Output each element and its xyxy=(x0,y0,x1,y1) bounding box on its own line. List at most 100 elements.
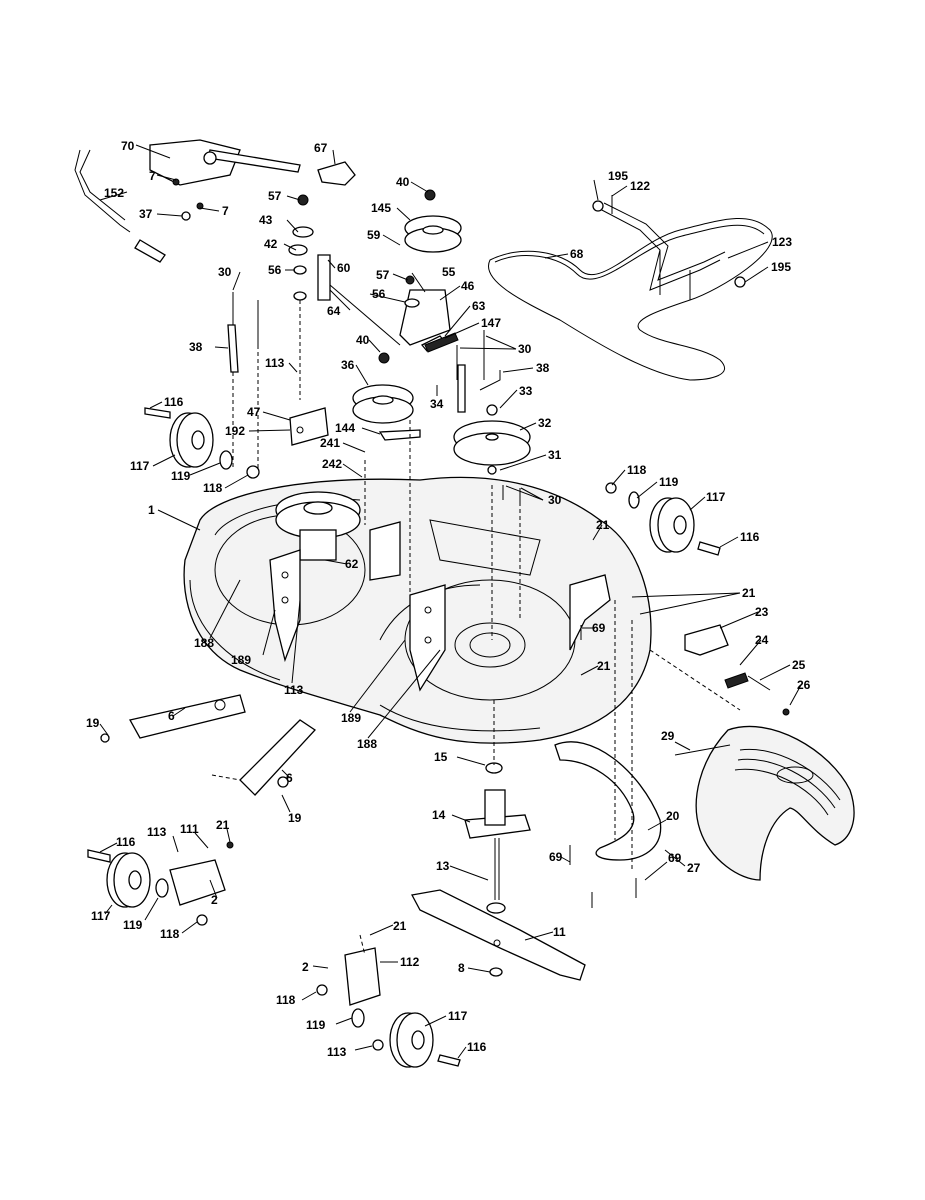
label-59: 59 xyxy=(367,228,381,242)
label-57: 57 xyxy=(268,189,282,203)
label-117: 117 xyxy=(706,490,726,504)
label-6: 6 xyxy=(286,771,293,785)
mower-belt-68 xyxy=(487,218,773,381)
label-21: 21 xyxy=(742,586,756,600)
label-24: 24 xyxy=(755,633,769,647)
label-119: 119 xyxy=(171,469,191,483)
gauge-wheel-bottom-left xyxy=(87,841,234,926)
label-38: 38 xyxy=(189,340,203,354)
label-19: 19 xyxy=(288,811,302,825)
label-112: 112 xyxy=(400,955,420,969)
label-1: 1 xyxy=(148,503,155,517)
label-32: 32 xyxy=(538,416,552,430)
label-113: 113 xyxy=(265,356,285,370)
deck-link-6-upper xyxy=(100,694,246,743)
label-69: 69 xyxy=(592,621,606,635)
label-195: 195 xyxy=(608,169,628,183)
label-116: 116 xyxy=(116,835,136,849)
deck-link-6-lower xyxy=(239,719,316,796)
label-57: 57 xyxy=(376,268,390,282)
spring-24-rod-25 xyxy=(724,672,790,716)
label-31: 31 xyxy=(548,448,562,462)
part-number-labels: 70 67 7 7 152 37 57 43 42 56 60 40 145 5… xyxy=(86,139,811,1059)
label-192: 192 xyxy=(225,424,245,438)
label-40: 40 xyxy=(396,175,410,189)
label-40: 40 xyxy=(356,333,370,347)
label-64: 64 xyxy=(327,304,341,318)
label-116: 116 xyxy=(164,395,184,409)
label-68: 68 xyxy=(570,247,584,261)
gauge-wheel-top-left xyxy=(144,407,260,479)
label-7: 7 xyxy=(222,204,229,218)
label-144: 144 xyxy=(335,421,355,435)
idler-pulley-145 xyxy=(404,189,462,253)
label-122: 122 xyxy=(630,179,650,193)
label-119: 119 xyxy=(659,475,679,489)
idler-bracket-55 xyxy=(399,275,451,352)
label-46: 46 xyxy=(461,279,475,293)
gauge-wheel-right xyxy=(605,482,721,556)
label-8: 8 xyxy=(458,961,465,975)
label-241: 241 xyxy=(320,436,340,450)
label-14: 14 xyxy=(432,808,446,822)
label-21: 21 xyxy=(597,659,611,673)
spindle-pulley-32 xyxy=(453,404,531,475)
label-195: 195 xyxy=(771,260,791,274)
label-15: 15 xyxy=(434,750,448,764)
label-26: 26 xyxy=(797,678,811,692)
label-43: 43 xyxy=(259,213,273,227)
label-20: 20 xyxy=(666,809,680,823)
bolts-30-lower xyxy=(502,485,521,502)
rod-38-right xyxy=(456,330,501,413)
label-30: 30 xyxy=(518,342,532,356)
bracket-144 xyxy=(378,429,421,441)
label-7: 7 xyxy=(149,169,156,183)
deck-front-bracket-left xyxy=(269,549,301,663)
label-2: 2 xyxy=(211,893,218,907)
idler-arm-assembly-60 xyxy=(288,194,401,346)
label-123: 123 xyxy=(772,235,792,249)
deck-baffle-20 xyxy=(554,741,662,861)
label-152: 152 xyxy=(104,186,124,200)
label-189: 189 xyxy=(231,653,251,667)
label-56: 56 xyxy=(268,263,282,277)
label-27: 27 xyxy=(687,861,701,875)
label-55: 55 xyxy=(442,265,456,279)
label-116: 116 xyxy=(740,530,760,544)
label-56: 56 xyxy=(372,287,386,301)
label-34: 34 xyxy=(430,397,444,411)
label-25: 25 xyxy=(792,658,806,672)
mower-blade-11 xyxy=(411,889,586,981)
label-69: 69 xyxy=(549,850,563,864)
label-147: 147 xyxy=(481,316,501,330)
handle-67 xyxy=(317,161,356,186)
label-21: 21 xyxy=(216,818,230,832)
label-21: 21 xyxy=(393,919,407,933)
label-188: 188 xyxy=(194,636,214,650)
label-6: 6 xyxy=(168,709,175,723)
label-117: 117 xyxy=(130,459,150,473)
belt-guide-122-123 xyxy=(592,195,746,300)
deck-center-bracket xyxy=(369,521,401,581)
label-47: 47 xyxy=(247,405,261,419)
label-30: 30 xyxy=(218,265,232,279)
label-33: 33 xyxy=(519,384,533,398)
label-38: 38 xyxy=(536,361,550,375)
label-19: 19 xyxy=(86,716,100,730)
lift-bracket-70 xyxy=(149,139,301,186)
label-37: 37 xyxy=(139,207,153,221)
label-60: 60 xyxy=(337,261,351,275)
gauge-wheel-bottom-center xyxy=(316,947,461,1068)
label-117: 117 xyxy=(448,1009,468,1023)
label-42: 42 xyxy=(264,237,278,251)
bracket-47 xyxy=(289,407,329,446)
label-13: 13 xyxy=(436,859,450,873)
label-118: 118 xyxy=(203,481,223,495)
deck-rear-bracket xyxy=(569,574,611,651)
label-2: 2 xyxy=(302,960,309,974)
spring-147 xyxy=(424,332,459,353)
label-145: 145 xyxy=(371,201,391,215)
deck-front-bracket-right xyxy=(409,584,446,692)
assembly-guide-lines xyxy=(211,300,741,956)
